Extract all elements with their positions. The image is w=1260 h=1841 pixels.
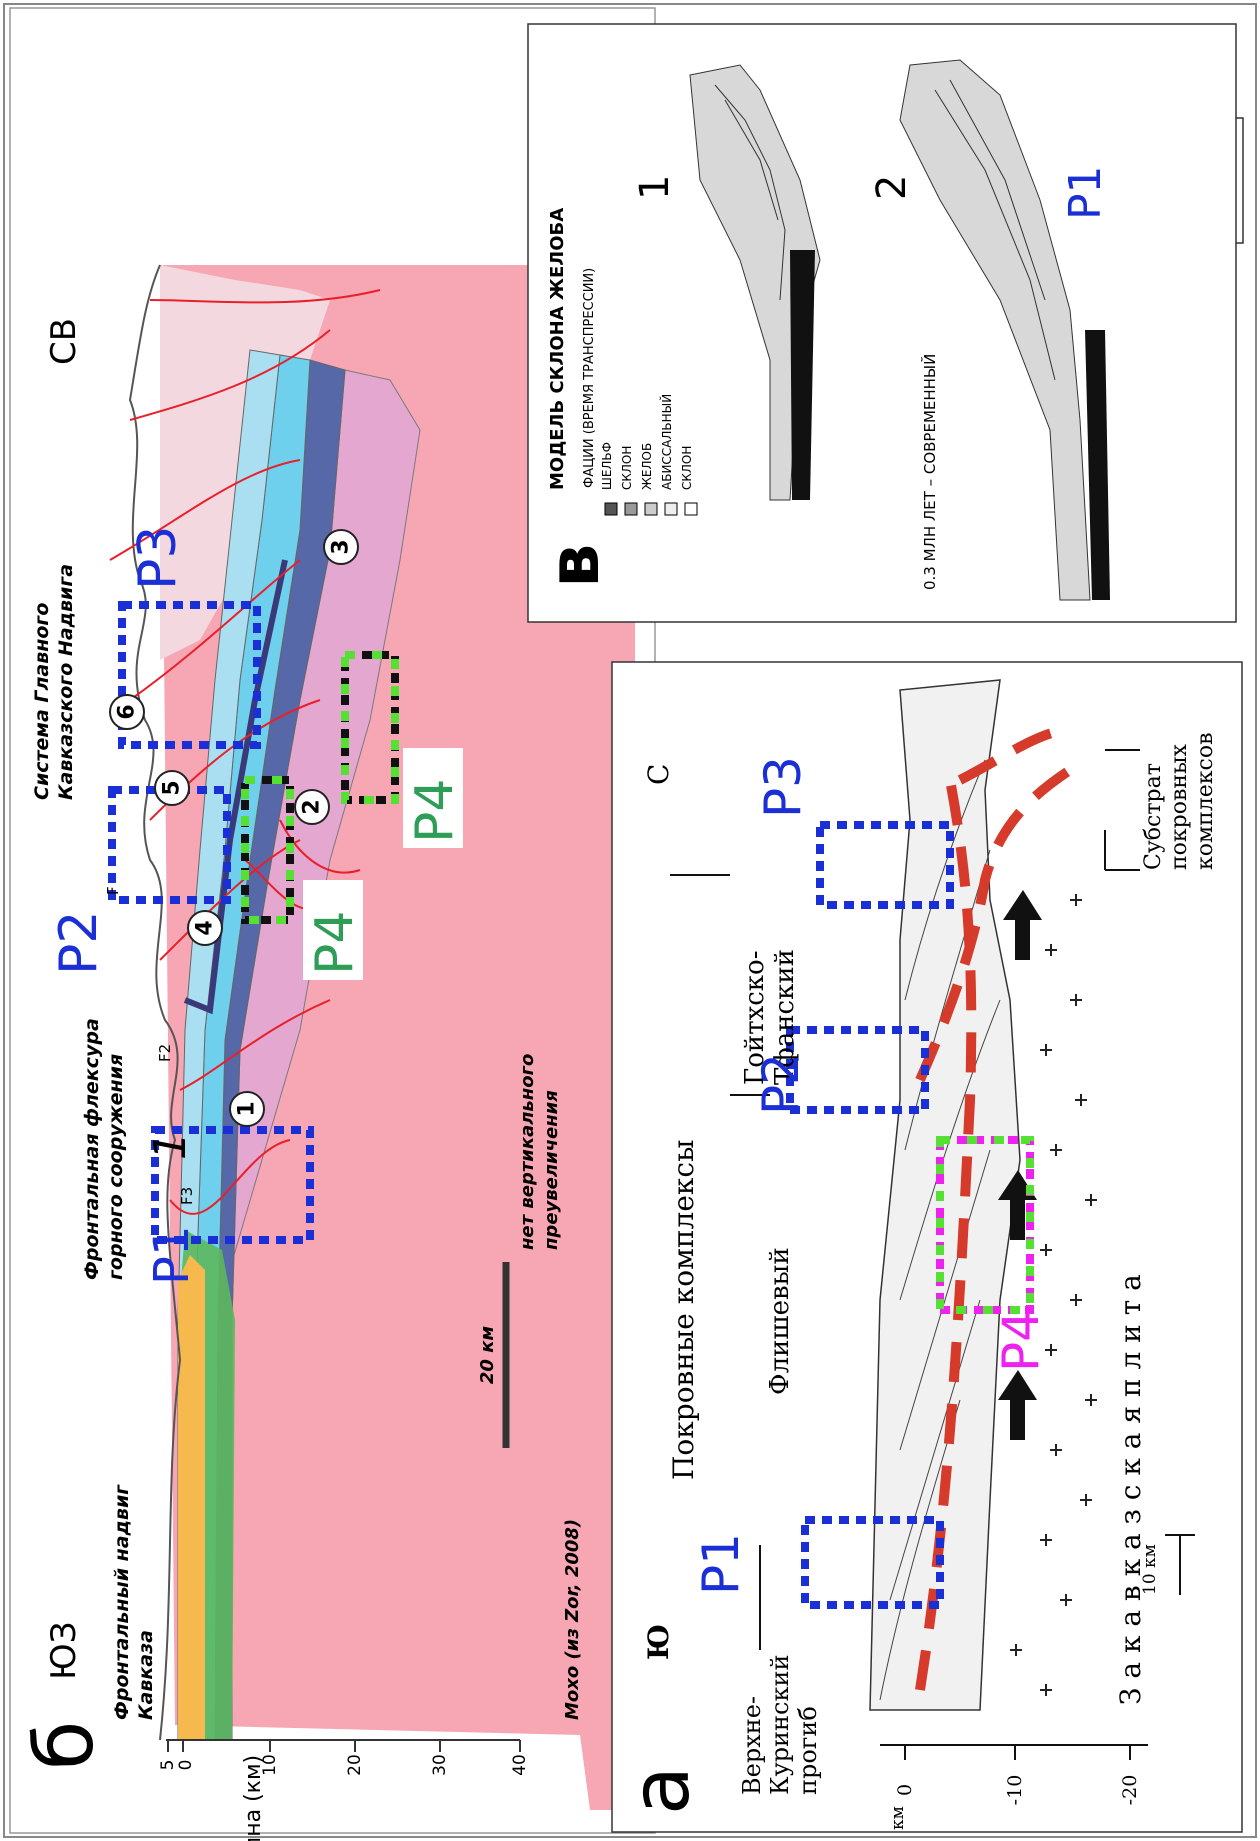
p2-label-b: P2 bbox=[49, 911, 109, 975]
panel-b-tick-5: 5 bbox=[158, 1760, 178, 1771]
model-1-number: 1 bbox=[632, 175, 678, 200]
label-trough-3: прогиб bbox=[794, 1706, 822, 1795]
label-substrate-1: Субстрат bbox=[1141, 763, 1166, 870]
label-substrate-3: комплексов bbox=[1193, 733, 1218, 870]
p4-label-box-2: P4 bbox=[403, 748, 465, 848]
facies-abyssal: АБИССАЛЬНЫЙ bbox=[659, 394, 674, 490]
label-main-thrust-1: Система Главного bbox=[31, 603, 53, 800]
panel-a-tick-10: -10 bbox=[1004, 1775, 1026, 1806]
fault-label-f: F bbox=[104, 886, 122, 895]
panel-v-trench-model bbox=[528, 24, 1236, 622]
panel-a-tick-0: 0 bbox=[894, 1784, 916, 1796]
panel-b-scale-label: 20 км bbox=[477, 1326, 498, 1385]
circle-label-3: 3 bbox=[329, 539, 354, 554]
p4-label-b-2: P4 bbox=[405, 779, 465, 843]
panel-b-tick-10: 10 bbox=[260, 1754, 280, 1776]
facies-shelf: ШЕЛЬФ bbox=[600, 442, 614, 490]
panel-v-letter: в bbox=[533, 544, 615, 588]
panel-b-scale-note-1: нет вертикального bbox=[517, 1054, 538, 1250]
circle-label-2: 2 bbox=[300, 799, 325, 814]
fault-label-f2: F2 bbox=[156, 1044, 174, 1062]
p4-label-a: P4 bbox=[992, 1310, 1050, 1372]
label-substrate-2: покровных bbox=[1167, 743, 1192, 870]
facies-slope: СКЛОН bbox=[620, 446, 634, 490]
p1-label-a: P1 bbox=[692, 1533, 750, 1595]
model-2-caption: 0.3 МЛН ЛЕТ – СОВРЕМЕННЫЙ bbox=[920, 354, 939, 590]
panel-v-facies-title: ФАЦИИ (ВРЕМЯ ТРАНСПРЕССИИ) bbox=[582, 268, 597, 488]
p1-label-b: P1 bbox=[144, 1226, 200, 1285]
legend-1-number: 1 bbox=[145, 1132, 196, 1160]
p3-label-b: P3 bbox=[128, 526, 188, 590]
label-front-thrust-2: Кавказа bbox=[135, 1630, 157, 1720]
p2-label-a: P2 bbox=[752, 1053, 810, 1115]
circle-label-1: 1 bbox=[235, 1101, 260, 1116]
panel-b-dir-right: СВ bbox=[44, 318, 84, 365]
p4-label-box-1: P4 bbox=[303, 880, 365, 980]
model-2-number: 2 bbox=[869, 175, 915, 200]
panel-a-km: км bbox=[888, 1806, 908, 1830]
label-front-thrust-1: Фронтальный надвиг bbox=[111, 1484, 133, 1720]
fault-label-f3: F3 bbox=[178, 1187, 196, 1205]
circle-label-6: 6 bbox=[115, 704, 140, 719]
circle-label-4: 4 bbox=[193, 920, 218, 935]
panel-b-tick-20: 20 bbox=[345, 1754, 365, 1776]
panel-b-tick-0: 0 bbox=[176, 1760, 196, 1771]
panel-b-moho: Мохо (из Zor, 2008) bbox=[562, 1519, 583, 1720]
label-flexure-1: Фронтальная флексура bbox=[81, 1018, 103, 1280]
panel-a-dir-right: С bbox=[642, 764, 675, 785]
label-nappes: Покровные комплексы bbox=[667, 1140, 700, 1480]
panel-a-scale: 10 км bbox=[1140, 1544, 1160, 1595]
panel-b-tick-40: 40 bbox=[510, 1754, 530, 1776]
panel-a-letter: а bbox=[614, 1766, 707, 1815]
label-plate: З а к а в к а з с к а я п л и т а bbox=[1114, 1274, 1147, 1705]
facies-trench: ЖЕЛОБ bbox=[640, 443, 654, 490]
label-main-thrust-2: Кавказского Надвига bbox=[55, 564, 77, 800]
panel-a-dir-left: Ю bbox=[642, 1624, 675, 1660]
panel-a-tick-20: -20 bbox=[1119, 1775, 1141, 1806]
panel-b-dir-left: ЮЗ bbox=[44, 1621, 84, 1680]
facies-abyssal-slope: СКЛОН bbox=[680, 446, 694, 490]
p3-label-a: P3 bbox=[754, 756, 812, 818]
label-trough-2: Куринский bbox=[766, 1655, 794, 1795]
label-flexure-2: горного сооружения bbox=[105, 1054, 127, 1280]
label-flysch: Флишевый bbox=[765, 1247, 795, 1395]
legend-1-p1: P1 bbox=[1060, 165, 1111, 220]
circle-label-5: 5 bbox=[160, 780, 185, 795]
panel-v-title: МОДЕЛЬ СКЛОНА ЖЕЛОБА bbox=[547, 208, 568, 490]
panel-b-tick-30: 30 bbox=[430, 1754, 450, 1776]
label-trough-1: Верхне- bbox=[738, 1696, 766, 1795]
panel-b-letter: б bbox=[18, 1721, 111, 1770]
p4-label-b-1: P4 bbox=[305, 911, 365, 975]
panel-b-scale-note-2: преувеличения bbox=[541, 1090, 562, 1250]
